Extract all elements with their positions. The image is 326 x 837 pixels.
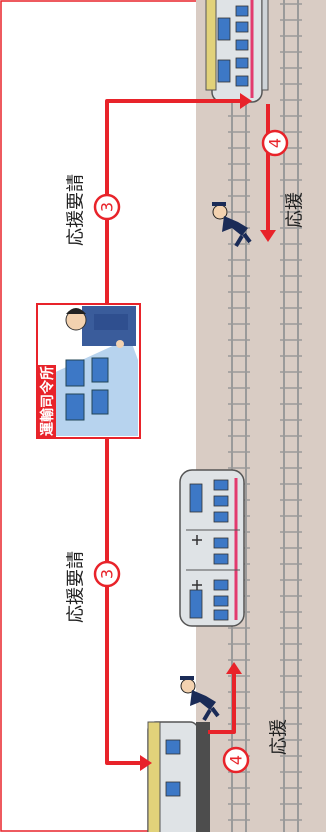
request-arrow-upper bbox=[105, 99, 240, 304]
label-support-upper: 応援 bbox=[285, 192, 306, 228]
step-badge-support-upper: 4 bbox=[261, 129, 289, 157]
step-badge-support-lower: 4 bbox=[222, 746, 250, 774]
label-support-request-upper: 応援要請 bbox=[66, 174, 87, 246]
step-badge-request-lower: 3 bbox=[93, 560, 121, 588]
step-badge-request-upper: 3 bbox=[93, 193, 121, 221]
label-support-lower: 応援 bbox=[269, 719, 290, 755]
train-top bbox=[205, 0, 269, 103]
support-arrow-lower bbox=[208, 672, 236, 734]
train-bottom bbox=[147, 721, 210, 837]
svg-text:3: 3 bbox=[98, 202, 117, 212]
svg-text:4: 4 bbox=[227, 755, 246, 765]
command-center-label-bg bbox=[38, 365, 56, 437]
arrowhead-support-upper bbox=[260, 230, 276, 242]
ground-band bbox=[196, 0, 326, 832]
arrowhead-support-lower bbox=[226, 662, 242, 674]
arrowhead-to-top-train bbox=[240, 93, 252, 109]
staff-running-icon bbox=[180, 676, 220, 722]
staff-running-icon bbox=[212, 202, 252, 248]
arrowhead-to-bottom-train bbox=[140, 755, 152, 771]
svg-text:4: 4 bbox=[266, 138, 285, 148]
command-center-label: 運輸司令所 bbox=[39, 366, 56, 436]
label-support-request-lower: 応援要請 bbox=[66, 551, 87, 623]
request-arrow-lower bbox=[105, 438, 140, 765]
svg-text:3: 3 bbox=[98, 569, 117, 579]
train-middle bbox=[179, 469, 245, 627]
